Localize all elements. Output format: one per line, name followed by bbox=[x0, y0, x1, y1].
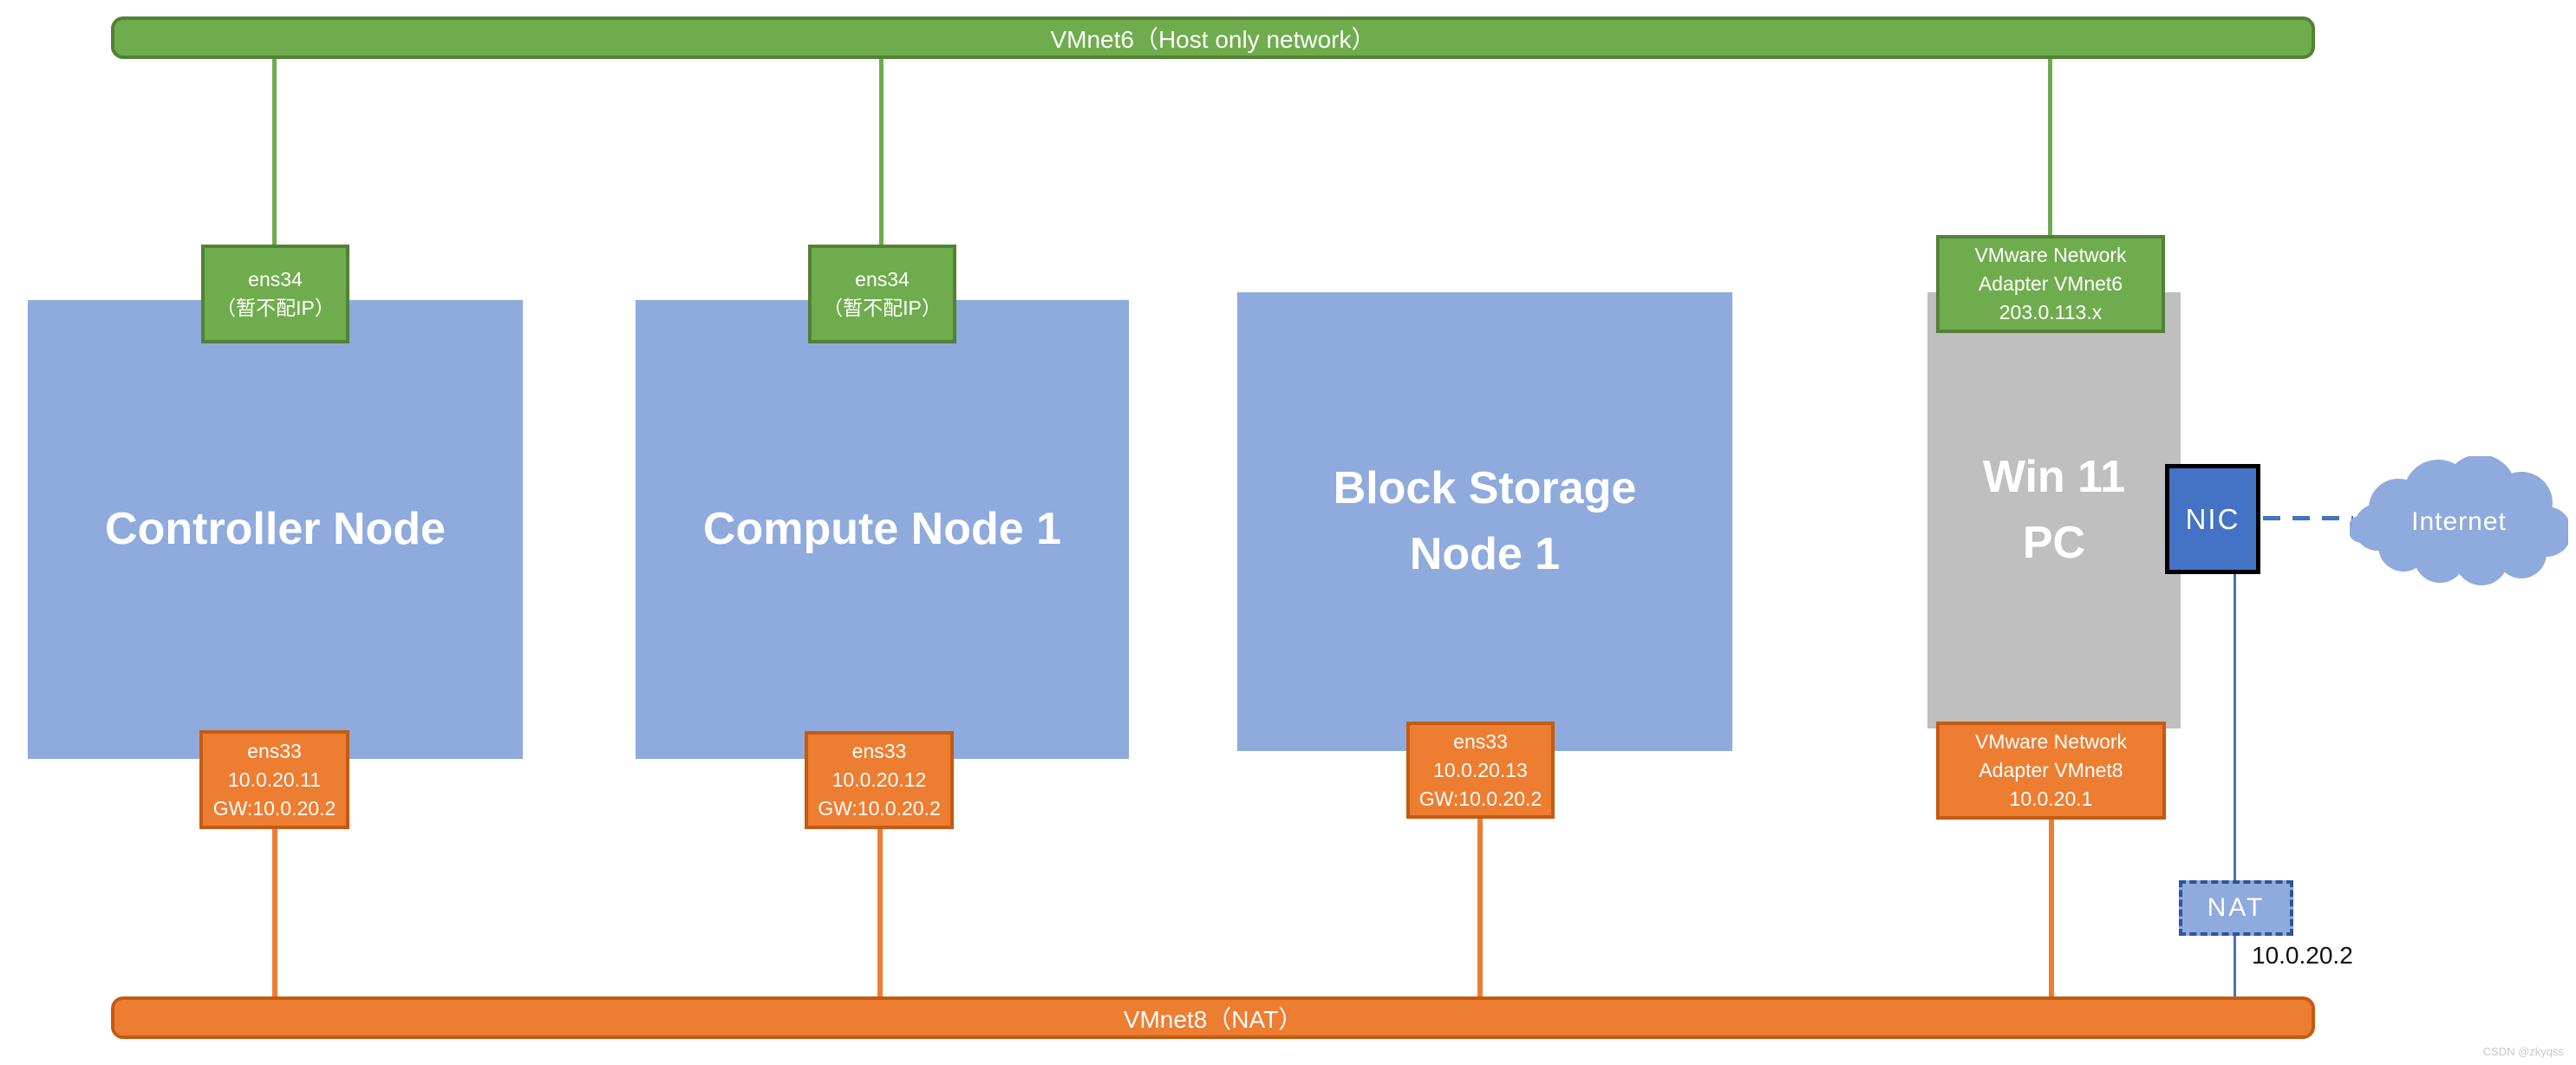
connector-block-ens33-to-vmnet8 bbox=[1477, 815, 1483, 999]
node-block-storage-title-line2: Node 1 bbox=[1409, 528, 1561, 579]
connector-win11-adapter-to-vmnet8 bbox=[2049, 815, 2054, 999]
adapter-name: ens34 bbox=[855, 268, 910, 291]
adapter-gateway: GW:10.0.20.2 bbox=[1418, 787, 1542, 810]
connector-vmnet6-to-controller-ens34 bbox=[272, 56, 277, 248]
node-compute-1-title: Compute Node 1 bbox=[702, 503, 1062, 554]
adapter-name: VMware Network bbox=[1974, 730, 2128, 753]
adapter-controller-ens33: ens33 10.0.20.11 GW:10.0.20.2 bbox=[199, 730, 349, 829]
node-win11-pc: Win 11 PC bbox=[1927, 292, 2181, 729]
vmnet6-bus-label: VMnet6（Host only network） bbox=[1050, 25, 1376, 53]
connector-vmnet6-to-win11-adapter bbox=[2048, 56, 2052, 238]
adapter-win11-vmnet6: VMware Network Adapter VMnet6 203.0.113.… bbox=[1936, 235, 2165, 333]
internet-cloud: Internet bbox=[2350, 456, 2568, 588]
node-controller-title: Controller Node bbox=[105, 503, 446, 554]
nat-label: NAT bbox=[2207, 893, 2266, 922]
node-compute-1: Compute Node 1 bbox=[636, 300, 1129, 759]
adapter-note: （暂不配IP） bbox=[823, 297, 942, 319]
node-win11-title-line1: Win 11 bbox=[1982, 452, 2126, 503]
adapter-block-ens33: ens33 10.0.20.13 GW:10.0.20.2 bbox=[1406, 722, 1555, 819]
adapter-compute-ens34: ens34 （暂不配IP） bbox=[808, 245, 956, 343]
adapter-win11-vmnet8: VMware Network Adapter VMnet8 10.0.20.1 bbox=[1936, 722, 2166, 820]
adapter-ip: 203.0.113.x bbox=[1999, 301, 2103, 323]
adapter-name: ens33 bbox=[247, 739, 302, 762]
nat-gateway-ip: 10.0.20.2 bbox=[2252, 942, 2353, 969]
node-controller: Controller Node bbox=[28, 300, 523, 759]
connector-controller-ens33-to-vmnet8 bbox=[272, 824, 277, 999]
adapter-name: ens33 bbox=[851, 740, 907, 762]
connector-nic-to-internet-dashed bbox=[2263, 516, 2353, 520]
adapter-controller-ens34: ens34 （暂不配IP） bbox=[201, 245, 349, 343]
node-block-storage-1: Block Storage Node 1 bbox=[1237, 292, 1732, 751]
nic-label: NIC bbox=[2185, 502, 2240, 535]
adapter-compute-ens33: ens33 10.0.20.12 GW:10.0.20.2 bbox=[805, 731, 954, 829]
vmnet8-bus-label: VMnet8（NAT） bbox=[1123, 1005, 1303, 1033]
adapter-name2: Adapter VMnet6 bbox=[1978, 272, 2123, 295]
adapter-name: ens33 bbox=[1453, 729, 1508, 753]
nat-box: NAT bbox=[2179, 880, 2293, 936]
adapter-note: （暂不配IP） bbox=[216, 297, 335, 319]
connector-vmnet6-to-compute-ens34 bbox=[879, 56, 884, 248]
internet-label: Internet bbox=[2411, 507, 2507, 536]
node-win11-title-line2: PC bbox=[2022, 517, 2086, 568]
adapter-gateway: GW:10.0.20.2 bbox=[212, 796, 336, 820]
adapter-name: ens34 bbox=[248, 268, 303, 291]
adapter-gateway: GW:10.0.20.2 bbox=[818, 797, 941, 820]
adapter-ip: 10.0.20.1 bbox=[2009, 787, 2093, 810]
adapter-ip: 10.0.20.13 bbox=[1433, 758, 1528, 781]
adapter-name2: Adapter VMnet8 bbox=[1979, 759, 2123, 781]
adapter-ip: 10.0.20.12 bbox=[831, 768, 927, 791]
vmnet8-bus: VMnet8（NAT） bbox=[111, 996, 2315, 1039]
nic-box: NIC bbox=[2165, 464, 2260, 574]
cloud-shape-icon bbox=[2350, 456, 2568, 585]
node-block-storage-title-line1: Block Storage bbox=[1333, 463, 1637, 514]
adapter-ip: 10.0.20.11 bbox=[227, 768, 321, 791]
watermark: CSDN @zkyqss bbox=[2482, 1045, 2564, 1058]
connector-nic-to-vmnet8 bbox=[2234, 571, 2236, 997]
adapter-name: VMware Network bbox=[1974, 244, 2127, 266]
connector-compute-ens33-to-vmnet8 bbox=[877, 824, 883, 999]
vmnet6-bus: VMnet6（Host only network） bbox=[111, 16, 2315, 59]
